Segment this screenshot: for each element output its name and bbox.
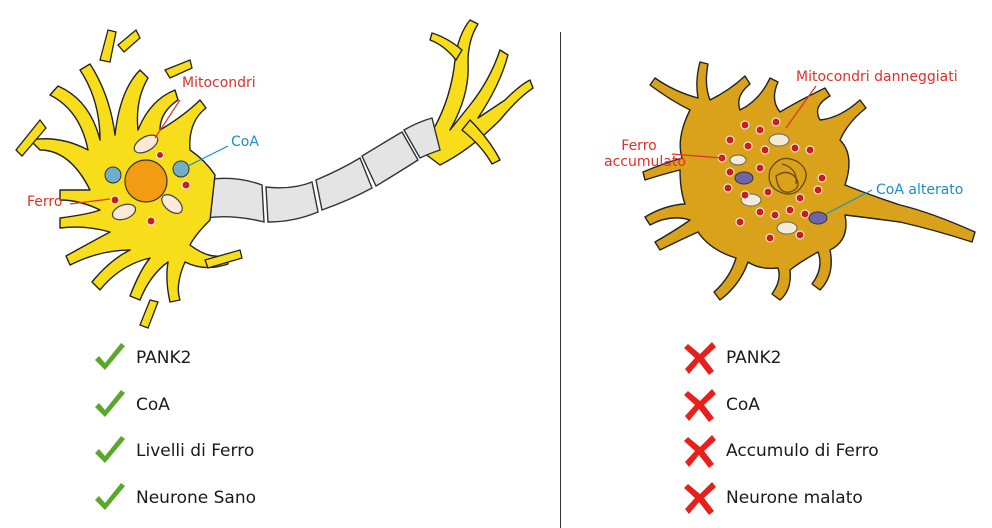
checkmark-icon xyxy=(95,343,125,371)
label-mitochondria: Mitocondri xyxy=(182,75,256,91)
coa-granule xyxy=(172,160,190,178)
checkmark-icon xyxy=(95,389,125,417)
diseased-checklist: PANK2 CoA Accumulo di Ferro Neurone mala… xyxy=(682,335,879,521)
diseased-neuron xyxy=(642,61,976,301)
damaged-nucleus xyxy=(768,157,807,195)
sick-soma xyxy=(642,61,976,301)
healthy-checklist: PANK2 CoA Livelli di Ferro Neurone Sano xyxy=(92,335,256,521)
divider-line xyxy=(560,32,562,528)
list-item: Livelli di Ferro xyxy=(92,428,256,475)
checkmark-icon xyxy=(95,436,125,464)
iron-dots xyxy=(110,151,191,226)
checkmark-icon xyxy=(95,482,125,510)
list-item: PANK2 xyxy=(682,335,879,382)
nucleus xyxy=(124,159,168,203)
x-mark-icon xyxy=(684,435,716,469)
list-item: Neurone malato xyxy=(682,475,879,522)
accumulated-iron xyxy=(717,117,827,243)
coa-granule xyxy=(104,166,122,184)
x-mark-icon xyxy=(684,481,716,515)
axon-terminal xyxy=(419,19,534,166)
list-item: PANK2 xyxy=(92,335,256,382)
list-item: Accumulo di Ferro xyxy=(682,428,879,475)
x-mark-icon xyxy=(684,342,716,376)
list-item: Neurone Sano xyxy=(92,475,256,522)
label-coa: CoA xyxy=(231,134,259,150)
label-altered-coa: CoA alterato xyxy=(876,182,964,198)
x-mark-icon xyxy=(684,388,716,422)
altered-coa xyxy=(808,211,828,225)
list-item: CoA xyxy=(682,382,879,429)
label-iron: Ferro xyxy=(27,194,63,210)
label-damaged-mitochondria: Mitocondri danneggiati xyxy=(796,69,958,85)
mitochondria xyxy=(111,134,183,221)
myelin-sheath xyxy=(204,117,441,223)
healthy-neuron xyxy=(15,19,534,329)
list-item: CoA xyxy=(92,382,256,429)
altered-coa xyxy=(734,171,754,185)
